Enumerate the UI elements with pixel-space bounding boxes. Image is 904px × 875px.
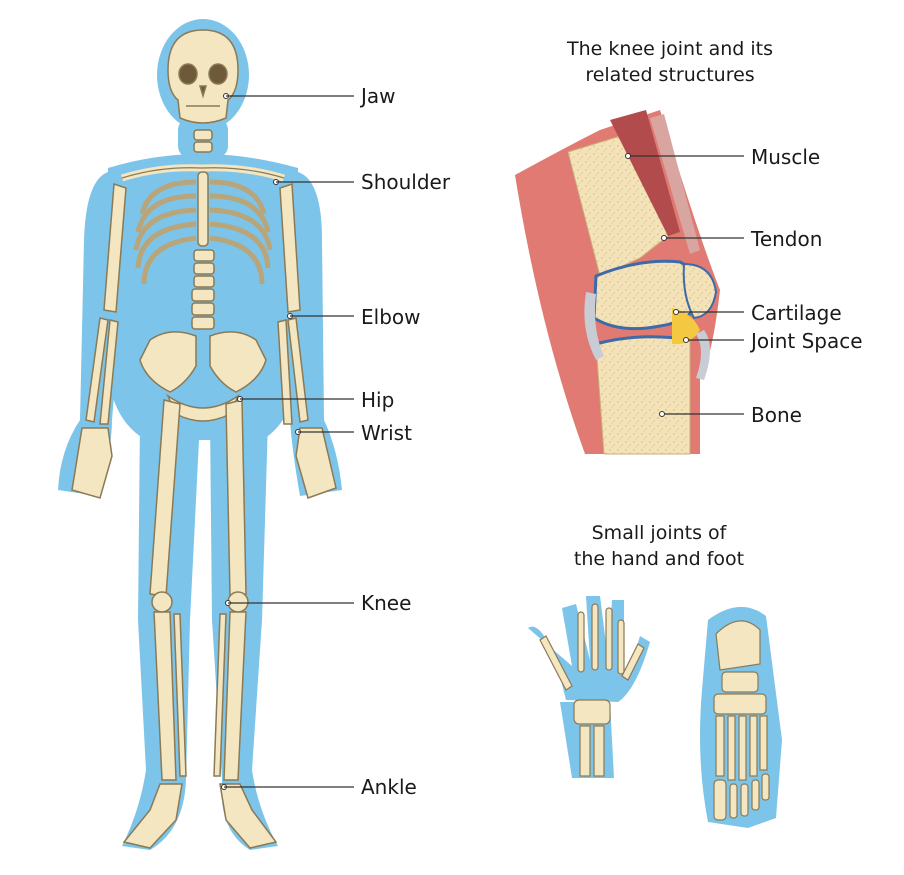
knee-leader-lines [628,155,744,415]
knee-title-line1: The knee joint and its [567,38,773,60]
label-jaw: Jaw [361,84,396,108]
ribcage [133,179,273,285]
skeleton-leader-lines [224,95,354,788]
label-ankle: Ankle [361,775,417,799]
label-knee: Knee [361,591,412,615]
knee-joint-illustration [515,110,720,455]
bones [71,29,337,849]
skeleton-illustration [58,19,342,850]
label-cartilage: Cartilage [751,301,842,325]
small-joints-title: Small joints of the hand and foot [520,520,798,572]
small-joints-title-line1: Small joints of [591,522,727,544]
spine [191,129,215,330]
knee-panel-title: The knee joint and its related structure… [520,36,820,88]
small-joints-title-line2: the hand and foot [573,548,745,570]
label-joint-space: Joint Space [751,329,863,353]
label-shoulder: Shoulder [361,170,451,194]
label-bone: Bone [751,403,802,427]
knee-title-line2: related structures [585,64,755,86]
label-elbow: Elbow [361,305,421,329]
label-hip: Hip [361,388,395,412]
hand-skeleton-illustration [528,596,650,778]
foot-skeleton-illustration [700,606,782,828]
label-muscle: Muscle [751,145,821,169]
label-wrist: Wrist [361,421,412,445]
label-tendon: Tendon [751,227,823,251]
